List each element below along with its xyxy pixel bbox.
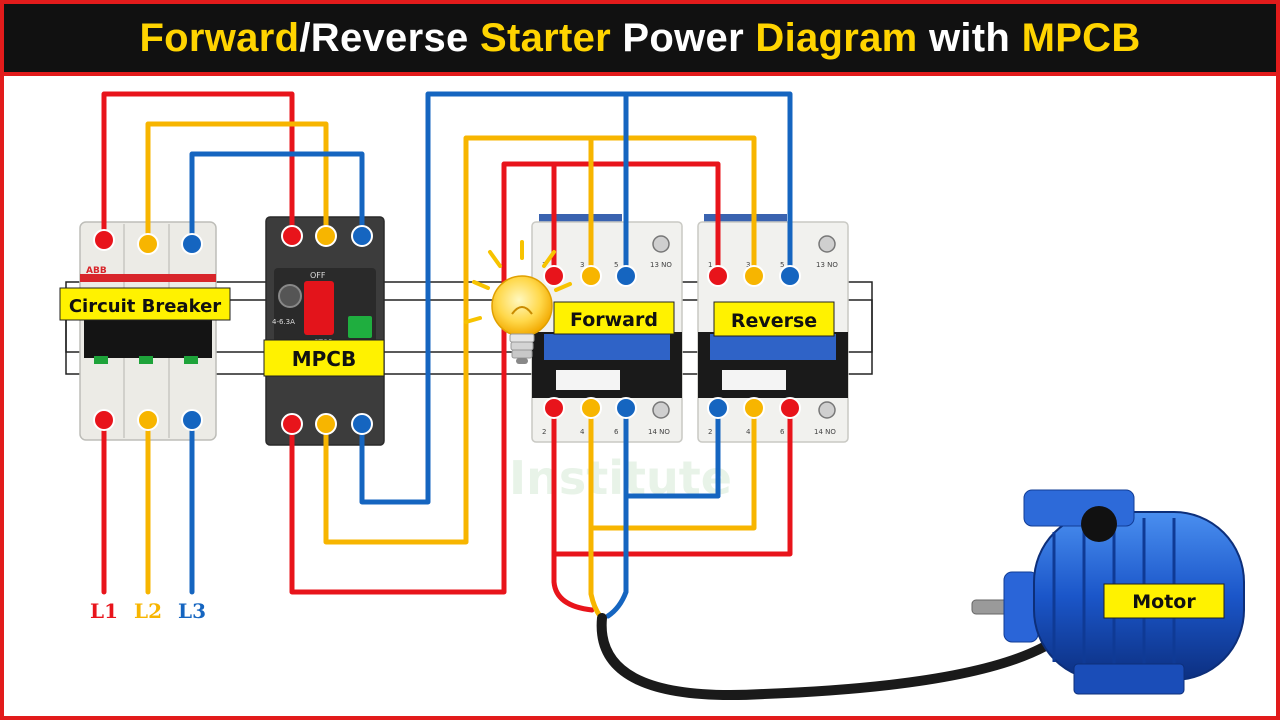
reverse-terminal-1: 1 — [708, 261, 712, 269]
forward-terminal-2: 2 — [542, 428, 546, 436]
label-forward-text: Forward — [570, 309, 658, 331]
wire-yellow-motor — [588, 525, 603, 619]
mpcb-device: OFF 4-6.3A STOP — [265, 216, 385, 446]
title-part-forward: Forward — [139, 15, 300, 60]
label-mpcb-text: MPCB — [292, 347, 356, 371]
mpcb-off-mark: OFF — [310, 271, 326, 280]
label-reverse: Reverse — [713, 301, 835, 337]
label-mpcb: MPCB — [263, 339, 385, 377]
label-motor: Motor — [1103, 583, 1225, 619]
forward-terminal-4: 4 — [580, 428, 585, 436]
title-bar: Forward /Reverse Starter Power Diagram w… — [4, 4, 1276, 76]
wire-red-reverse-out — [551, 405, 793, 557]
breaker-brand: ABB — [86, 266, 107, 276]
label-circuit-breaker: Circuit Breaker — [59, 287, 231, 321]
wire-blue-mpcb-out — [359, 91, 793, 505]
reverse-terminal-4: 4 — [746, 428, 751, 436]
reverse-terminal-14no: 14 NO — [814, 428, 836, 436]
title-part-reverse: /Reverse — [299, 15, 480, 60]
motor-icon — [971, 489, 1245, 695]
circuit-breaker: ABB — [79, 221, 217, 441]
forward-terminal-5: 5 — [614, 261, 618, 269]
forward-terminal-6: 6 — [614, 428, 619, 436]
phase-label-l3: L3 — [178, 599, 206, 623]
forward-terminal-13no: 13 NO — [650, 261, 672, 269]
reverse-terminal-5: 5 — [780, 261, 784, 269]
wire-yellow-mpcb-out — [323, 135, 757, 545]
forward-terminal-14no: 14 NO — [648, 428, 670, 436]
title-part-with: with — [917, 15, 1022, 60]
title-part-diagram: Diagram — [755, 15, 918, 60]
wire-red-mpcb-out — [289, 161, 721, 595]
title-part-starter: Starter — [479, 15, 612, 60]
phase-label-l1: L1 — [90, 599, 118, 623]
wires — [101, 91, 793, 619]
phase-label-l2: L2 — [134, 599, 162, 623]
terminal-dots — [93, 225, 801, 435]
mpcb-range-mark: 4-6.3A — [272, 318, 295, 326]
reverse-terminal-13no: 13 NO — [816, 261, 838, 269]
title-part-mpcb: MPCB — [1021, 15, 1141, 60]
label-circuit-breaker-text: Circuit Breaker — [69, 296, 221, 317]
wiring-diagram: Institute ABB OFF 4-6.3A STO — [59, 91, 1245, 700]
wire-yellow-forward-out — [588, 405, 757, 531]
wire-blue-motor — [605, 493, 629, 619]
label-reverse-text: Reverse — [731, 310, 817, 332]
title-part-power: Power — [611, 15, 756, 60]
wire-blue-breaker-mpcb — [189, 151, 365, 247]
wire-yellow-breaker-mpcb — [145, 121, 329, 247]
label-forward: Forward — [553, 301, 675, 335]
wire-red-breaker-mpcb — [101, 91, 295, 243]
wire-red-forward-out — [551, 405, 595, 613]
forward-terminal-3: 3 — [580, 261, 584, 269]
reverse-terminal-3: 3 — [746, 261, 750, 269]
idea-bulb-icon — [464, 240, 572, 364]
label-motor-text: Motor — [1132, 591, 1196, 613]
reverse-terminal-6: 6 — [780, 428, 785, 436]
reverse-terminal-2: 2 — [708, 428, 712, 436]
